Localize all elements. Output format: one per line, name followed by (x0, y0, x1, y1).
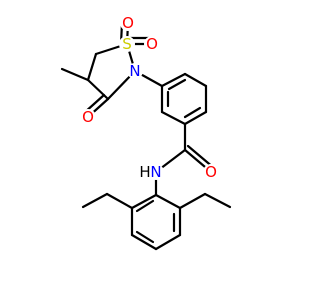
bond-b2-6 (130, 193, 158, 210)
label-background-layer (80, 15, 219, 180)
label-backdrop (120, 15, 136, 31)
bond-b1-inner-2 (183, 106, 202, 119)
amide-nitrogen-label: N (150, 163, 161, 181)
ring-nitrogen-label: N (129, 62, 140, 80)
bond-b2-1 (154, 193, 182, 210)
bond-b2-3 (154, 233, 182, 251)
bond-b1-inner-1 (167, 78, 187, 91)
amide-oxygen-label: O (205, 163, 217, 181)
label-backdrop (127, 63, 143, 79)
bond-b2-4 (130, 233, 158, 251)
sulfur-atom-label: S (122, 35, 132, 53)
amide-hydrogen-label: H (139, 163, 150, 181)
bond-ethyl-r2 (203, 192, 232, 209)
bond-b2-inner-2 (135, 230, 155, 244)
bond-ethyl-r1 (178, 192, 207, 210)
label-backdrop (137, 164, 153, 180)
bond-layer (60, 21, 232, 251)
bond-methyl (60, 67, 90, 82)
bond-ch-co (86, 78, 110, 101)
label-backdrop (119, 36, 135, 52)
bond-ch2-ch (86, 52, 98, 82)
sulfonyl-oxygen-1-label: O (122, 14, 134, 32)
label-backdrop (80, 109, 96, 125)
atom-label-layer: O O S N O O N H (82, 14, 217, 181)
bond-ethyl-l2 (81, 192, 109, 209)
molecule-structure-diagram: O O S N O O N H (60, 14, 232, 251)
bond-b1-5 (160, 110, 187, 126)
bond-b1-2 (183, 72, 208, 88)
bond-b1-4 (183, 110, 208, 126)
ring-carbonyl-oxygen-label: O (82, 108, 94, 126)
bond-b1-1 (160, 72, 187, 88)
bond-ethyl-l1 (105, 192, 134, 210)
label-backdrop (203, 164, 219, 180)
label-backdrop (144, 36, 160, 52)
sulfonyl-oxygen-2-label: O (146, 35, 158, 53)
bond-b2-inner-3 (135, 199, 155, 213)
label-backdrop (148, 164, 164, 180)
